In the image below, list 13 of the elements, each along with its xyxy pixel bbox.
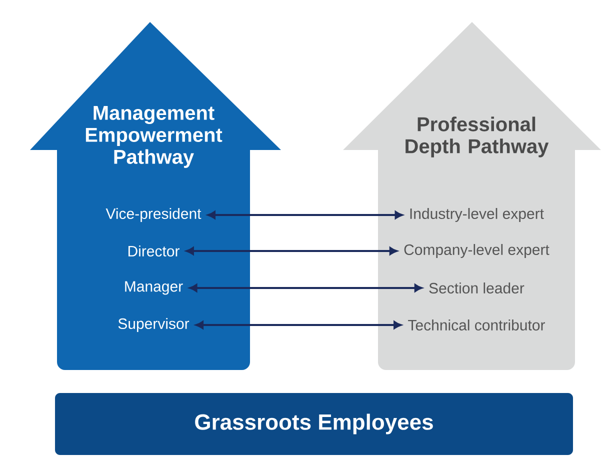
double-arrow: [196, 321, 402, 329]
double-arrow: [208, 211, 403, 219]
base-bar: Grassroots Employees: [55, 392, 573, 455]
double-arrow: [189, 284, 422, 292]
pathway-level: Manager: [125, 281, 183, 295]
pathway-level: Section leader: [429, 282, 524, 294]
pathway-level: Director: [128, 245, 180, 256]
pathway-level: Industry-level expert: [410, 208, 544, 222]
pathway-level: Company-level expert: [404, 244, 550, 258]
pathway-level: Technical contributor: [408, 319, 545, 330]
double-arrow: [186, 247, 398, 255]
pathway-level: Vice-president: [106, 208, 202, 222]
pathway-level: Supervisor: [118, 318, 190, 332]
